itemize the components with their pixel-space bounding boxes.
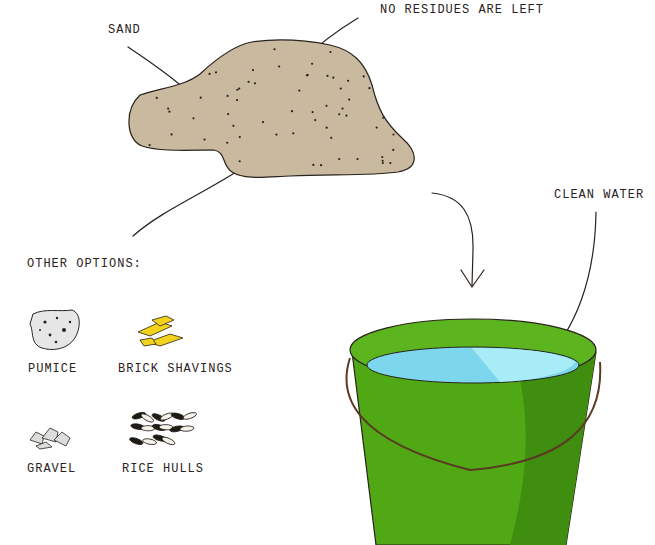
sand-grain — [329, 51, 331, 53]
sand-grain — [247, 81, 249, 83]
sand-grain — [227, 113, 229, 115]
label: OTHER OPTIONS: — [27, 257, 142, 271]
sand-grain — [232, 125, 234, 127]
sand-grain — [156, 97, 158, 99]
sand-grain — [273, 48, 275, 50]
label: BRICK SHAVINGS — [118, 362, 233, 376]
sand-grain — [368, 87, 370, 89]
sand-grain — [167, 108, 169, 110]
pumice-pores — [39, 317, 71, 344]
sand-pile — [129, 40, 414, 178]
label: SAND — [108, 23, 141, 37]
sand-grain — [200, 97, 202, 99]
rice-hull — [180, 426, 194, 432]
rice-hull — [161, 436, 176, 446]
sand-grain — [381, 156, 383, 158]
brick-shavings-icon — [138, 316, 183, 346]
sand-grain — [239, 160, 241, 162]
sand-grain — [382, 117, 384, 119]
water-surface — [367, 347, 579, 383]
sand-grain — [340, 87, 342, 89]
sand-grain — [347, 80, 349, 82]
sand-grain — [238, 88, 240, 90]
sand-grain — [312, 164, 314, 166]
flow-arrow — [432, 193, 473, 286]
sand-grain — [325, 105, 327, 107]
leader-line — [133, 172, 236, 236]
sand-grain — [236, 99, 238, 101]
sand-grain — [389, 162, 391, 164]
rice-hull — [129, 436, 144, 446]
label: CLEAN WATER — [554, 188, 644, 202]
sand-grain — [363, 75, 365, 77]
arrow-head — [461, 270, 484, 287]
sand-grain — [208, 73, 210, 75]
sand-grain — [345, 114, 347, 116]
label: PUMICE — [28, 362, 77, 376]
sand-grain — [278, 65, 280, 67]
label: NO RESIDUES ARE LEFT — [380, 3, 544, 17]
sand-grain — [338, 113, 340, 115]
sand-grain — [215, 71, 217, 73]
sand-grain — [376, 126, 378, 128]
sand-grain — [320, 164, 322, 166]
bucket-handle — [347, 358, 601, 470]
pumice-icon — [30, 310, 79, 350]
rice-hulls-icon — [129, 411, 197, 446]
sand-grain — [262, 121, 264, 123]
sand-grain — [168, 111, 170, 113]
sand-grain — [149, 144, 151, 146]
label: GRAVEL — [27, 462, 76, 476]
rice-hull — [182, 411, 197, 420]
sand-grain — [252, 69, 254, 71]
sand-grain — [307, 74, 309, 76]
sand-grain — [312, 111, 314, 113]
sand-grain — [306, 74, 308, 76]
sand-grain — [326, 127, 328, 129]
sand-grain — [292, 132, 294, 134]
sand-grain — [348, 98, 350, 100]
sand-grain — [382, 162, 384, 164]
sand-grain — [326, 75, 328, 77]
sand-grain — [203, 138, 205, 140]
water-highlight — [472, 348, 575, 382]
label: RICE HULLS — [122, 462, 204, 476]
sand-grain — [236, 89, 238, 91]
gravel-icon — [30, 428, 70, 449]
sand-grain — [226, 95, 228, 97]
sand-grain — [341, 108, 343, 110]
sand-grain — [192, 117, 194, 119]
sand-grain — [298, 89, 300, 91]
sand-grain — [314, 119, 316, 121]
sand-grain — [338, 158, 340, 160]
sand-grain — [392, 149, 394, 151]
sand-grain — [392, 133, 394, 135]
sand-grain — [171, 133, 173, 135]
sand-grain — [330, 137, 332, 139]
sand-grain — [239, 136, 241, 138]
sand-grain — [356, 158, 358, 160]
sand-grain — [382, 160, 384, 162]
sand-grain — [291, 110, 293, 112]
sand-grain — [254, 82, 256, 84]
sand-grain — [226, 142, 228, 144]
sand-grain — [275, 133, 277, 135]
sand-grain — [332, 77, 334, 79]
sand-grain — [311, 63, 313, 65]
